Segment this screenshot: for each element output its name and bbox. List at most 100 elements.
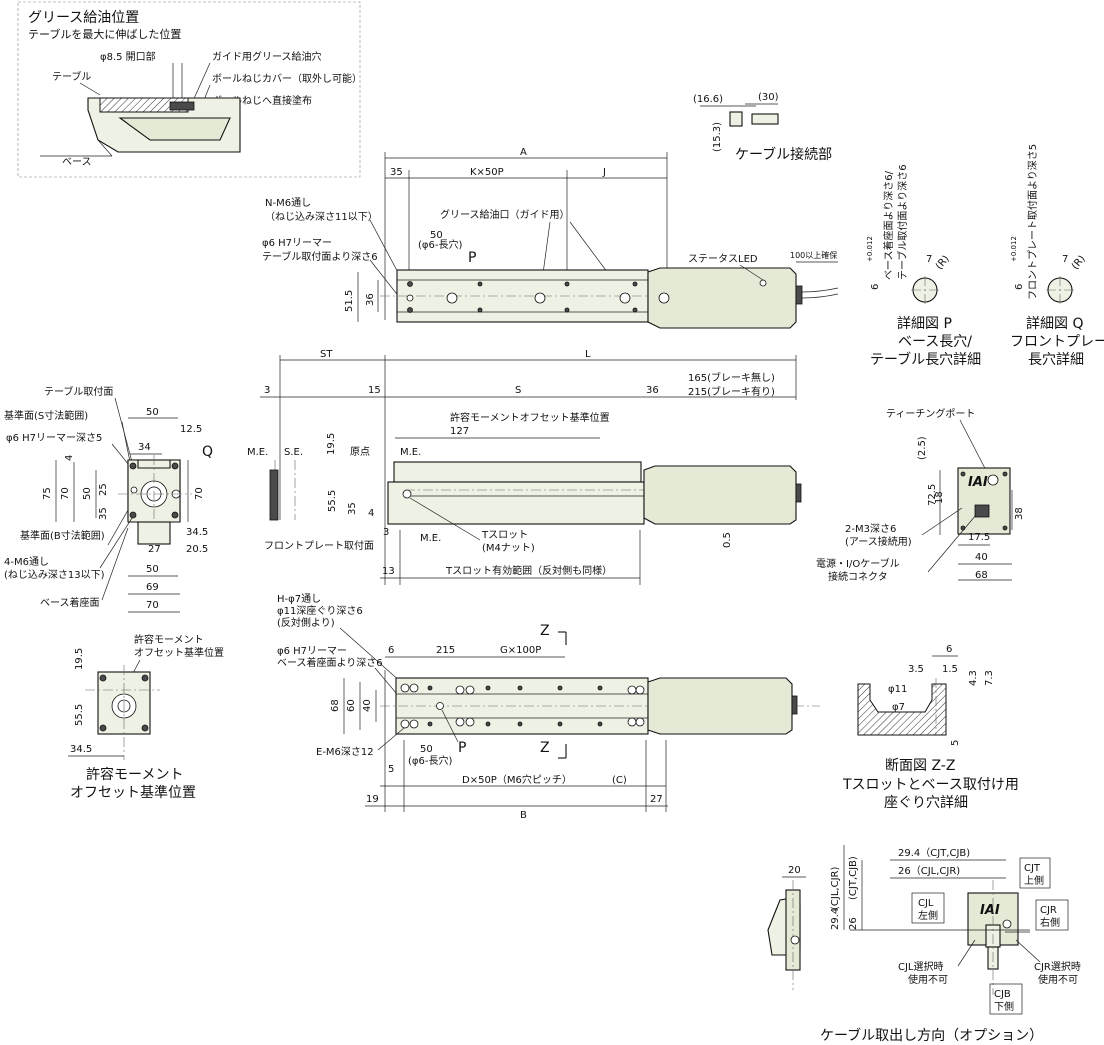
section-phi11: φ11 xyxy=(888,684,907,695)
detail-p-dim-7: 7 xyxy=(926,254,932,265)
cable-opt-dim-26v: 26 xyxy=(848,917,859,930)
grease-position-panel: グリース給油位置 テーブルを最大に伸ばした位置 φ8.5 開口部 ガイド用グリー… xyxy=(17,1,362,178)
detail-q: 6 +0.012 フロントプレート取付面より深さ5 7 (R) 詳細図 Q フロ… xyxy=(1010,144,1104,368)
front-base-face-label: ベース着座面 xyxy=(40,596,100,609)
cable-dim-153: (15.3) xyxy=(712,122,723,152)
side-dim-st: ST xyxy=(320,349,333,360)
top-view: A 35 K×50P J N-M6通し （ねじ込み深さ11以下） φ6 H7リー… xyxy=(262,147,839,329)
top-clearance-label: 100以上確保 xyxy=(790,250,837,260)
side-dim-15: 15 xyxy=(368,385,381,396)
detail-q-r: (R) xyxy=(1070,253,1088,271)
cable-opt-cjt-cjb: (CJT,CJB) xyxy=(848,856,859,900)
cable-opt-cjr-warning-2: 使用不可 xyxy=(1038,973,1078,986)
bottom-dim-b: B xyxy=(520,810,527,821)
top-dim-A: A xyxy=(520,147,527,158)
cable-opt-dim-20: 20 xyxy=(788,865,801,876)
cable-connector-left xyxy=(729,111,743,127)
cable-opt-cjl-warning: CJL選択時 xyxy=(898,960,944,973)
rear-dim-38: 38 xyxy=(1014,507,1025,520)
side-dim-36: 36 xyxy=(646,385,659,396)
rear-logo: IAI xyxy=(968,475,988,490)
section-dim-43: 4.3 xyxy=(968,670,979,686)
side-dim-4: 4 xyxy=(368,508,374,519)
cable-opt-cjl-warning-2: 使用不可 xyxy=(908,973,948,986)
bottom-dim-5: 5 xyxy=(388,764,394,775)
moment-dim-555: 55.5 xyxy=(74,704,85,726)
top-grease-port-label: グリース給油口（ガイド用） xyxy=(440,208,570,221)
side-me-left: M.E. xyxy=(247,447,268,458)
bottom-view: H-φ7通し φ11深座ぐり深さ6 (反対側より) φ6 H7リーマー ベース着… xyxy=(277,593,820,821)
grease-panel-border xyxy=(17,1,361,178)
detail-p-subtitle-2: テーブル長穴詳細 xyxy=(870,351,981,368)
bottom-detail-p-marker: P xyxy=(458,740,466,756)
top-status-led xyxy=(759,279,767,287)
detail-p-title: 詳細図 P xyxy=(897,316,952,332)
front-dim-70r: 70 xyxy=(194,487,205,500)
side-dim-195: 19.5 xyxy=(326,433,337,455)
top-dim-36: 36 xyxy=(365,293,376,306)
bottom-dim-gx100p: G×100P xyxy=(500,645,541,656)
grease-opening-label: φ8.5 開口部 xyxy=(100,50,156,63)
detail-p-tol-upper: +0.012 xyxy=(866,236,874,262)
moment-dim-345: 34.5 xyxy=(70,744,92,755)
bottom-slot-label: (φ6-長穴) xyxy=(408,754,452,767)
cable-opt-logo: IAI xyxy=(980,903,1000,918)
cable-connection-detail: (16.6) (30) (15.3) ケーブル接続部 xyxy=(693,92,832,163)
detail-p-note-2: テーブル取付面より深さ6 xyxy=(896,164,909,280)
moment-label-1: 許容モーメント xyxy=(134,633,204,646)
rear-dim-40: 40 xyxy=(975,552,988,563)
cable-opt-cjr-warning: CJR選択時 xyxy=(1034,960,1081,973)
bottom-section-z-bottom: Z xyxy=(540,740,550,756)
front-dim-50v: 50 xyxy=(82,487,93,500)
moment-title-2: オフセット基準位置 xyxy=(70,784,196,801)
section-zz: 6 3.5 1.5 4.3 7.3 φ11 φ7 5 断面図 Z-Z Tスロット… xyxy=(842,644,1019,811)
top-nm6-note: （ねじ込み深さ11以下） xyxy=(265,211,378,223)
section-subtitle: Tスロットとベース取付け用 xyxy=(842,777,1019,793)
bottom-dim-60: 60 xyxy=(346,699,357,712)
side-tslot-label: Tスロット xyxy=(481,530,528,541)
front-dim-70: 70 xyxy=(60,487,71,500)
top-phi6-label: φ6 H7リーマー xyxy=(262,238,332,249)
bottom-em6-label: E-M6深さ12 xyxy=(316,746,374,758)
top-motor-housing xyxy=(647,267,797,329)
bottom-dim-27: 27 xyxy=(650,794,663,805)
grease-base-label: ベース xyxy=(62,156,92,168)
bottom-dim-6: 6 xyxy=(388,645,394,656)
front-dim-25: 25 xyxy=(98,483,109,496)
detail-q-dim-7: 7 xyxy=(1062,254,1068,265)
front-base-foot xyxy=(137,521,171,545)
detail-q-title: 詳細図 Q xyxy=(1026,316,1083,332)
cable-opt-cjr-side: 右側 xyxy=(1040,916,1060,929)
section-dim-35: 3.5 xyxy=(908,664,924,675)
side-se: S.E. xyxy=(284,447,303,458)
bottom-dim-19: 19 xyxy=(366,794,379,805)
bottom-phi6-label: φ6 H7リーマー xyxy=(277,646,347,657)
detail-q-tol: 6 xyxy=(1014,284,1025,290)
cable-opt-cjt-box xyxy=(1019,857,1051,889)
side-motor-housing xyxy=(643,465,797,525)
side-dim-05: 0.5 xyxy=(722,532,733,548)
cable-opt-title: ケーブル取出し方向（オプション） xyxy=(820,1027,1043,1044)
cable-opt-cjb-box xyxy=(989,983,1023,1015)
side-me-table: M.E. xyxy=(400,447,421,458)
cable-opt-cjt-side: 上側 xyxy=(1024,874,1044,887)
front-dim-70b: 70 xyxy=(146,600,159,611)
front-m6-note: (ねじ込み深さ13以下) xyxy=(4,569,105,581)
top-dim-515: 51.5 xyxy=(344,290,355,312)
front-dim-69: 69 xyxy=(146,582,159,593)
side-brake-none: 165(ブレーキ無し) xyxy=(688,371,775,384)
bottom-section-z-top: Z xyxy=(540,623,550,639)
bottom-h7-label: H-φ7通し xyxy=(277,593,321,605)
grease-title: グリース給油位置 xyxy=(28,10,139,26)
cable-opt-cjl: CJL xyxy=(918,898,934,909)
side-front-plate xyxy=(269,469,279,521)
grease-cover-label: ボールねじカバー（取外し可能） xyxy=(212,72,362,85)
section-profile xyxy=(857,683,947,736)
cable-dim-166: (16.6) xyxy=(693,94,723,105)
front-dim-205: 20.5 xyxy=(186,544,208,555)
front-dim-27: 27 xyxy=(148,544,161,555)
cable-opt-cjl-box xyxy=(911,892,945,924)
bottom-dim-40: 40 xyxy=(362,699,373,712)
top-dim-J: J xyxy=(602,167,606,178)
cable-opt-dim-294: 29.4（CJT,CJB) xyxy=(898,847,970,859)
